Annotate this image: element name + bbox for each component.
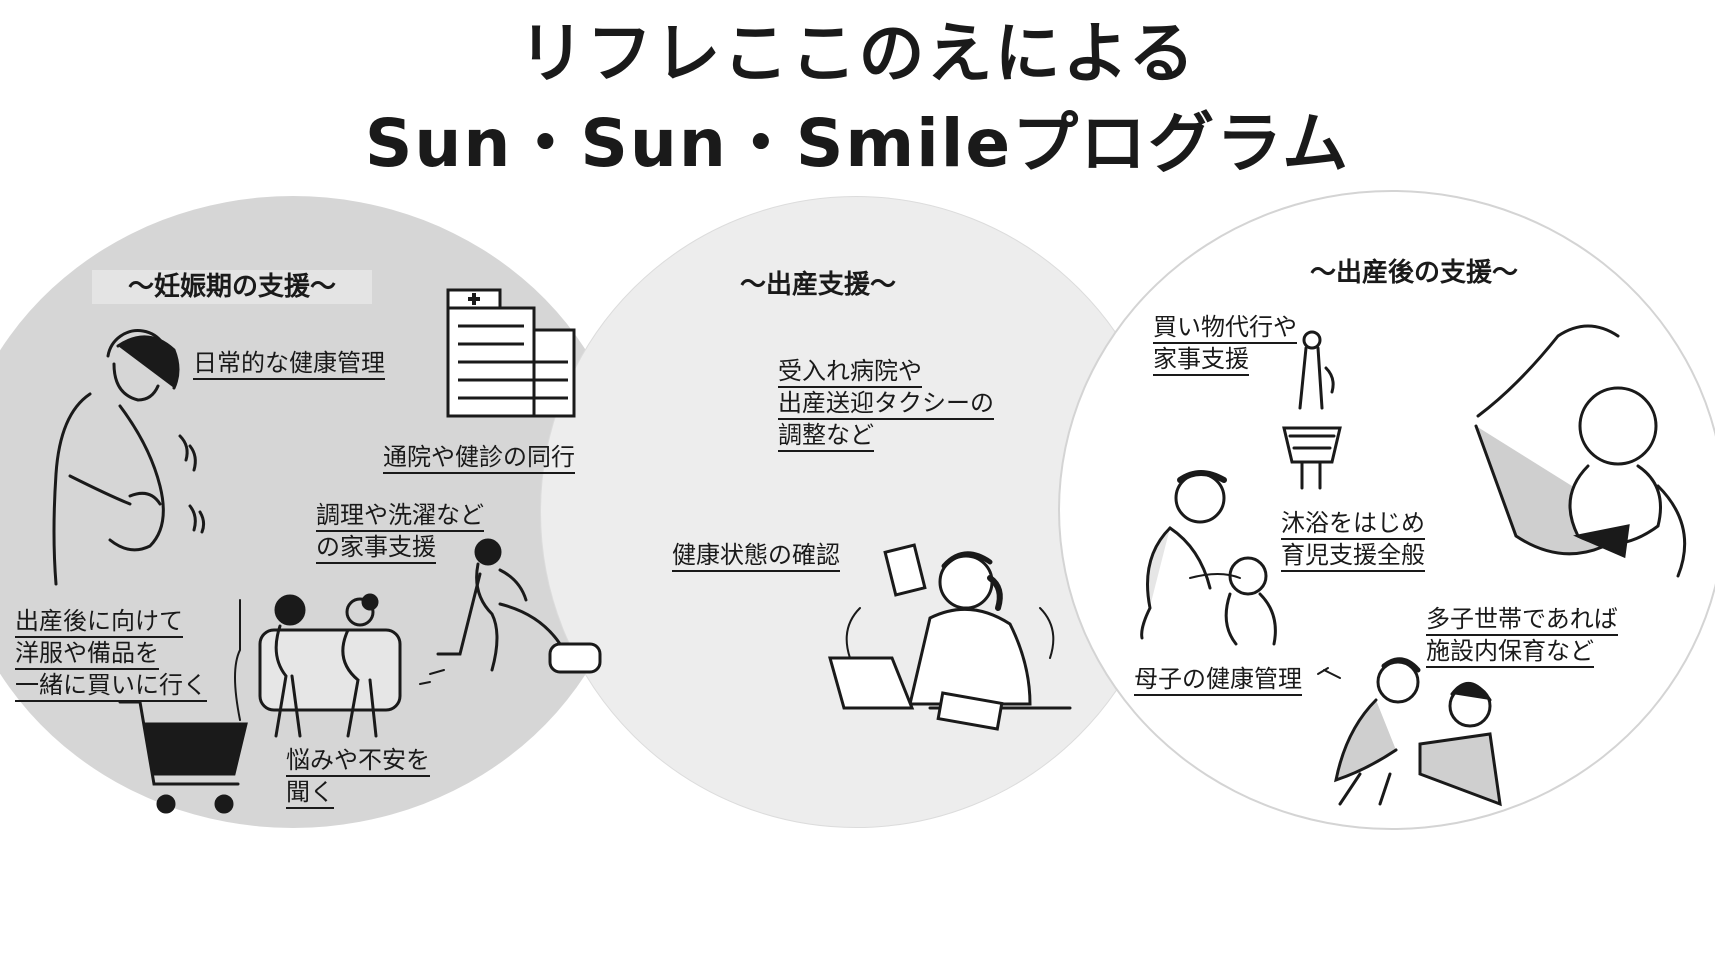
label-daily-health: 日常的な健康管理 — [193, 348, 385, 380]
label-hospital-accompany: 通院や健診の同行 — [383, 442, 575, 474]
children-playing-icon — [1317, 657, 1502, 807]
page-title-line2: Sun・Sun・Smileプログラム — [364, 105, 1351, 182]
label-bathing-childcare: 沐浴をはじめ 育児支援全般 — [1281, 508, 1425, 572]
section-heading-pregnancy: ～妊娠期の支援～ — [92, 270, 373, 304]
pregnant-woman-icon — [52, 329, 206, 586]
label-multi-child-care: 多子世帯であれば 施設内保育など — [1426, 604, 1618, 668]
mother-baby-icon — [1474, 324, 1687, 578]
label-mother-child-health: 母子の健康管理 — [1134, 664, 1302, 696]
label-shopping-proxy: 買い物代行や 家事支援 — [1153, 312, 1297, 376]
staff-phone-laptop-icon — [828, 543, 1072, 731]
vacuum-cleaning-icon — [419, 538, 602, 685]
label-hospital-taxi: 受入れ病院や 出産送迎タクシーの 調整など — [778, 356, 994, 452]
shopping-cart-icon — [118, 700, 248, 814]
hospital-building-icon — [446, 288, 576, 418]
two-women-talking-icon — [234, 593, 402, 738]
label-shopping-together: 出産後に向けて 洋服や備品を 一緒に買いに行く — [15, 606, 207, 702]
label-housework: 調理や洗濯など の家事支援 — [316, 500, 484, 564]
section-heading-postpartum: ～出産後の支援～ — [1310, 258, 1519, 288]
page-title-line1: リフレここのえによる — [518, 15, 1197, 92]
label-health-check: 健康状態の確認 — [672, 540, 840, 572]
shopping-basket-icon — [1282, 330, 1342, 490]
section-heading-birth: ～出産支援～ — [740, 270, 897, 300]
baby-bath-icon — [1140, 470, 1277, 646]
label-listen-worries: 悩みや不安を 聞く — [286, 745, 430, 809]
